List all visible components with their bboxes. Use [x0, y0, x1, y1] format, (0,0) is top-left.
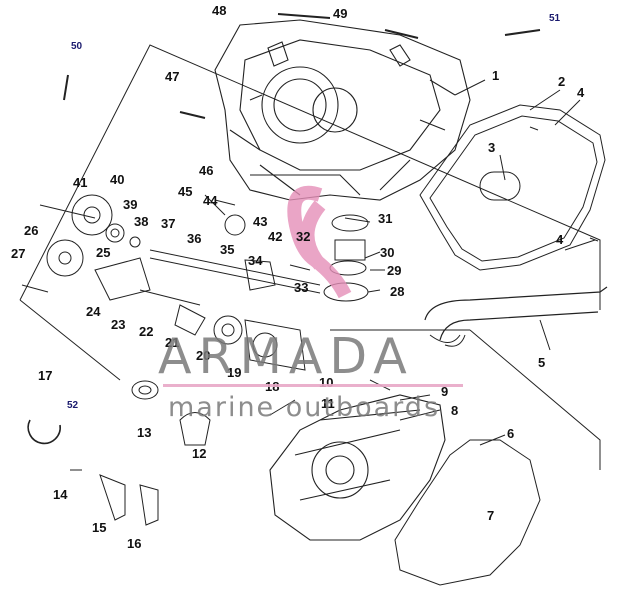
bolt-47	[179, 111, 206, 119]
watermark-underline	[163, 384, 463, 387]
callout-5: 5	[538, 355, 546, 370]
callout-2: 2	[558, 74, 566, 89]
callout-30: 30	[380, 245, 395, 260]
callout-19: 19	[227, 365, 242, 380]
callout-16: 16	[127, 536, 142, 551]
snap-ring	[27, 419, 61, 445]
oil-pipe	[424, 286, 608, 341]
callout-34: 34	[248, 253, 263, 268]
callout-52: 52	[67, 400, 79, 411]
callout-4a: 4	[577, 85, 585, 100]
callout-28: 28	[390, 284, 405, 299]
callout-1: 1	[492, 68, 500, 83]
gasket-cover	[419, 104, 606, 271]
callout-32: 32	[296, 229, 311, 244]
callout-40: 40	[110, 172, 125, 187]
callout-39: 39	[123, 197, 138, 212]
callout-41: 41	[73, 175, 88, 190]
bearing-group	[204, 194, 369, 302]
callout-49: 49	[333, 6, 348, 21]
callout-46: 46	[199, 163, 214, 178]
callout-43: 43	[253, 214, 268, 229]
callout-13: 13	[137, 425, 152, 440]
callout-35: 35	[220, 242, 235, 257]
callout-3: 3	[488, 140, 496, 155]
callout-14: 14	[53, 487, 68, 502]
callout-6: 6	[507, 426, 515, 441]
bolt-48	[277, 13, 331, 19]
callout-8: 8	[451, 403, 459, 418]
pump-assembly	[139, 249, 321, 371]
callout-22: 22	[139, 324, 154, 339]
callout-24: 24	[86, 304, 101, 319]
callout-17: 17	[38, 368, 53, 383]
watermark-logo	[287, 185, 352, 299]
callout-29: 29	[387, 263, 402, 278]
callout-15: 15	[92, 520, 107, 535]
panel-outline	[19, 44, 601, 470]
callout-44: 44	[203, 193, 218, 208]
crankcase-upper	[214, 19, 471, 201]
callout-37: 37	[161, 216, 176, 231]
callout-36: 36	[187, 231, 202, 246]
callout-11: 11	[321, 396, 335, 411]
callout-25: 25	[96, 245, 111, 260]
side-gasket	[394, 439, 541, 586]
bolt-51	[504, 29, 541, 36]
bolt-49	[384, 29, 419, 39]
callout-23: 23	[111, 317, 126, 332]
callout-7: 7	[487, 508, 495, 523]
callout-47: 47	[165, 69, 180, 84]
callout-4b: 4	[556, 232, 564, 247]
crankcase-lower	[269, 394, 446, 541]
callout-20: 20	[196, 348, 211, 363]
callout-12: 12	[192, 446, 207, 461]
callout-21: 21	[165, 335, 180, 350]
callout-50: 50	[71, 41, 83, 52]
watermark-title: ARMADA	[158, 328, 414, 385]
callout-48: 48	[212, 3, 227, 18]
callout-38: 38	[134, 214, 149, 229]
watermark-subtitle: marine outboards	[168, 392, 441, 423]
callout-45: 45	[178, 184, 193, 199]
callout-27: 27	[11, 246, 26, 261]
callout-31: 31	[378, 211, 393, 226]
callout-51: 51	[549, 13, 561, 24]
gear-train	[21, 194, 151, 301]
callout-33: 33	[294, 280, 309, 295]
callout-9: 9	[441, 384, 449, 399]
bolt-50	[63, 74, 69, 101]
callout-42: 42	[268, 229, 283, 244]
callout-26: 26	[24, 223, 39, 238]
